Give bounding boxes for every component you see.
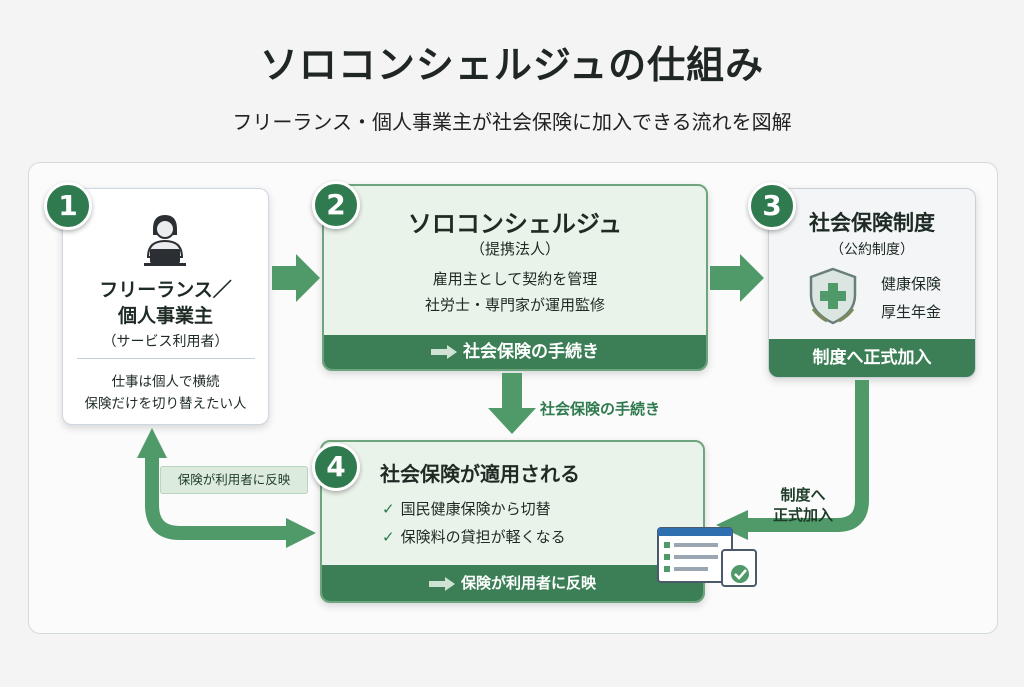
step2-bar-label: 社会保険の手続き (463, 342, 599, 362)
step4-check1-label: 国民健康保険から切替 (400, 500, 551, 518)
page-title: ソロコンシェルジュの仕組み (259, 43, 765, 87)
step-card-applied: 社会保険が適用される ✓ 国民健康保険から切替 ✓ 保険料の貸担が軽くなる 保険が利… (320, 440, 705, 603)
person-laptop-icon (144, 215, 186, 266)
documents-check-icon (657, 527, 757, 587)
step-card-social-insurance: 社会保険制度 （公約制度） 健康保険 厚生年金 制度へ正式加入 (768, 188, 976, 378)
step-card-freelancer: フリーランス／ 個人事業主 （サービス利用者） 仕事は個人で横続 保険だけを切り… (62, 188, 269, 425)
label-right-join: 制度へ 正式加入 (758, 485, 848, 525)
label-down-procedure: 社会保険の手続き (540, 400, 661, 418)
page-subtitle: フリーランス・個人事業主が社会保険に加入できる流れを図解 (232, 110, 792, 134)
step3-title: 社会保険制度 (809, 211, 935, 235)
step1-title-line2: 個人事業主 (117, 305, 213, 327)
step4-bar: 保険が利用者に反映 (322, 565, 703, 601)
step1-title-line1: フリーランス／ (99, 279, 232, 301)
step4-bar-label: 保険が利用者に反映 (460, 574, 596, 592)
check-icon: ✓ (382, 500, 395, 518)
check-icon: ✓ (382, 528, 395, 546)
step1-sub: （サービス利用者） (102, 334, 229, 350)
step-badge-1: 1 (44, 182, 92, 230)
shield-cross-icon (809, 267, 857, 325)
step3-sub: （公約制度） (830, 242, 914, 258)
step3-item2: 厚生年金 (881, 303, 942, 321)
step-badge-4: 4 (312, 443, 360, 491)
step-badge-2: 2 (312, 181, 360, 229)
step2-desc-line2: 社労士・専門家が運用監修 (424, 296, 605, 314)
step3-item1: 健康保険 (881, 275, 942, 293)
step2-sub: （提携法人） (469, 240, 560, 258)
label-right-join-line1: 制度へ (780, 486, 826, 504)
step4-check2: ✓ 保険料の貸担が軽くなる (382, 526, 566, 547)
step-card-soloconcierge: ソロコンシェルジュ （提携法人） 雇用主として契約を管理 社労士・専門家が運用監… (322, 184, 708, 371)
label-right-join-line2: 正式加入 (772, 506, 833, 524)
step2-title: ソロコンシェルジュ (407, 210, 623, 238)
step4-check1: ✓ 国民健康保険から切替 (382, 498, 551, 519)
step2-desc-line1: 雇用主として契約を管理 (432, 270, 598, 288)
step1-divider (77, 358, 255, 359)
step1-desc-line1: 仕事は個人で横続 (111, 374, 220, 390)
step-badge-3: 3 (748, 182, 796, 230)
step4-check2-label: 保険料の貸担が軽くなる (400, 528, 566, 546)
arrow-right-icon (428, 576, 455, 591)
step4-title: 社会保険が適用される (380, 462, 580, 486)
step3-bar: 制度へ正式加入 (769, 339, 975, 377)
label-left-reflect: 保険が利用者に反映 (160, 466, 308, 494)
arrow-right-icon (431, 345, 457, 359)
step2-bar: 社会保険の手続き (324, 335, 706, 369)
step1-desc-line2: 保険だけを切り替えたい人 (84, 396, 247, 412)
